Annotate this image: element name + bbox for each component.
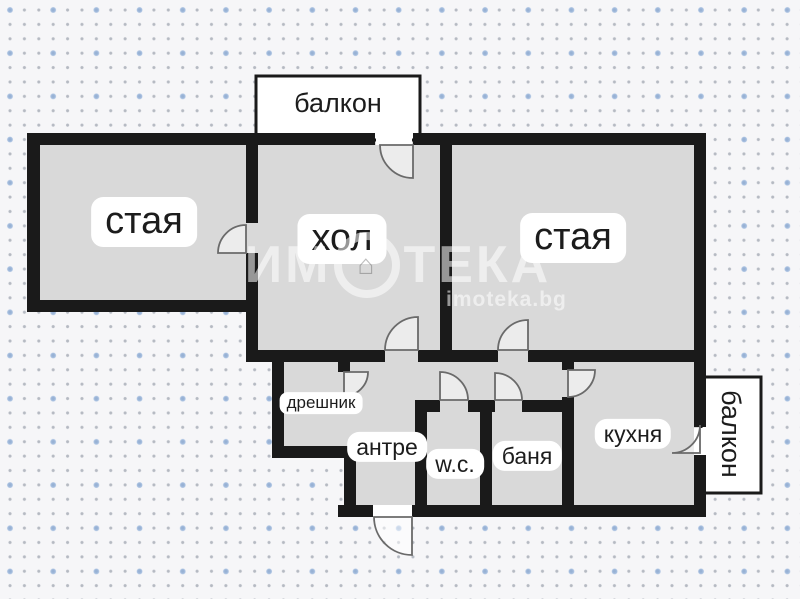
room-label-bedroom-left: стая: [91, 197, 197, 247]
door-arc-bedroom-left: [217, 224, 247, 254]
room-label-kitchen: кухня: [594, 418, 672, 450]
room-label-wc: w.c.: [426, 448, 484, 480]
room-label-living-room: хол: [297, 214, 387, 264]
room-label-bathroom: баня: [492, 440, 562, 472]
door-arcs: [217, 144, 701, 556]
door-arc-living-room: [384, 316, 419, 351]
door-arc-entrance: [373, 516, 413, 556]
door-arc-balcony-top: [379, 144, 414, 179]
door-arc-wc: [439, 371, 469, 401]
door-arc-bathroom: [494, 372, 523, 401]
walls: [27, 133, 706, 517]
room-label-hallway: антре: [347, 431, 427, 463]
balcony-right-box: [373, 375, 763, 517]
room-label-bedroom-right: стая: [520, 213, 626, 263]
room-label-balcony-top: балкон: [294, 87, 382, 118]
room-label-balcony-right: балкон: [716, 390, 747, 478]
balcony-top-box: [254, 74, 422, 145]
door-arc-kitchen: [567, 369, 596, 398]
door-arc-kitchen-balcony: [671, 424, 701, 454]
room-label-closet: дрешник: [279, 392, 363, 414]
door-arc-bedroom-right: [497, 319, 529, 351]
